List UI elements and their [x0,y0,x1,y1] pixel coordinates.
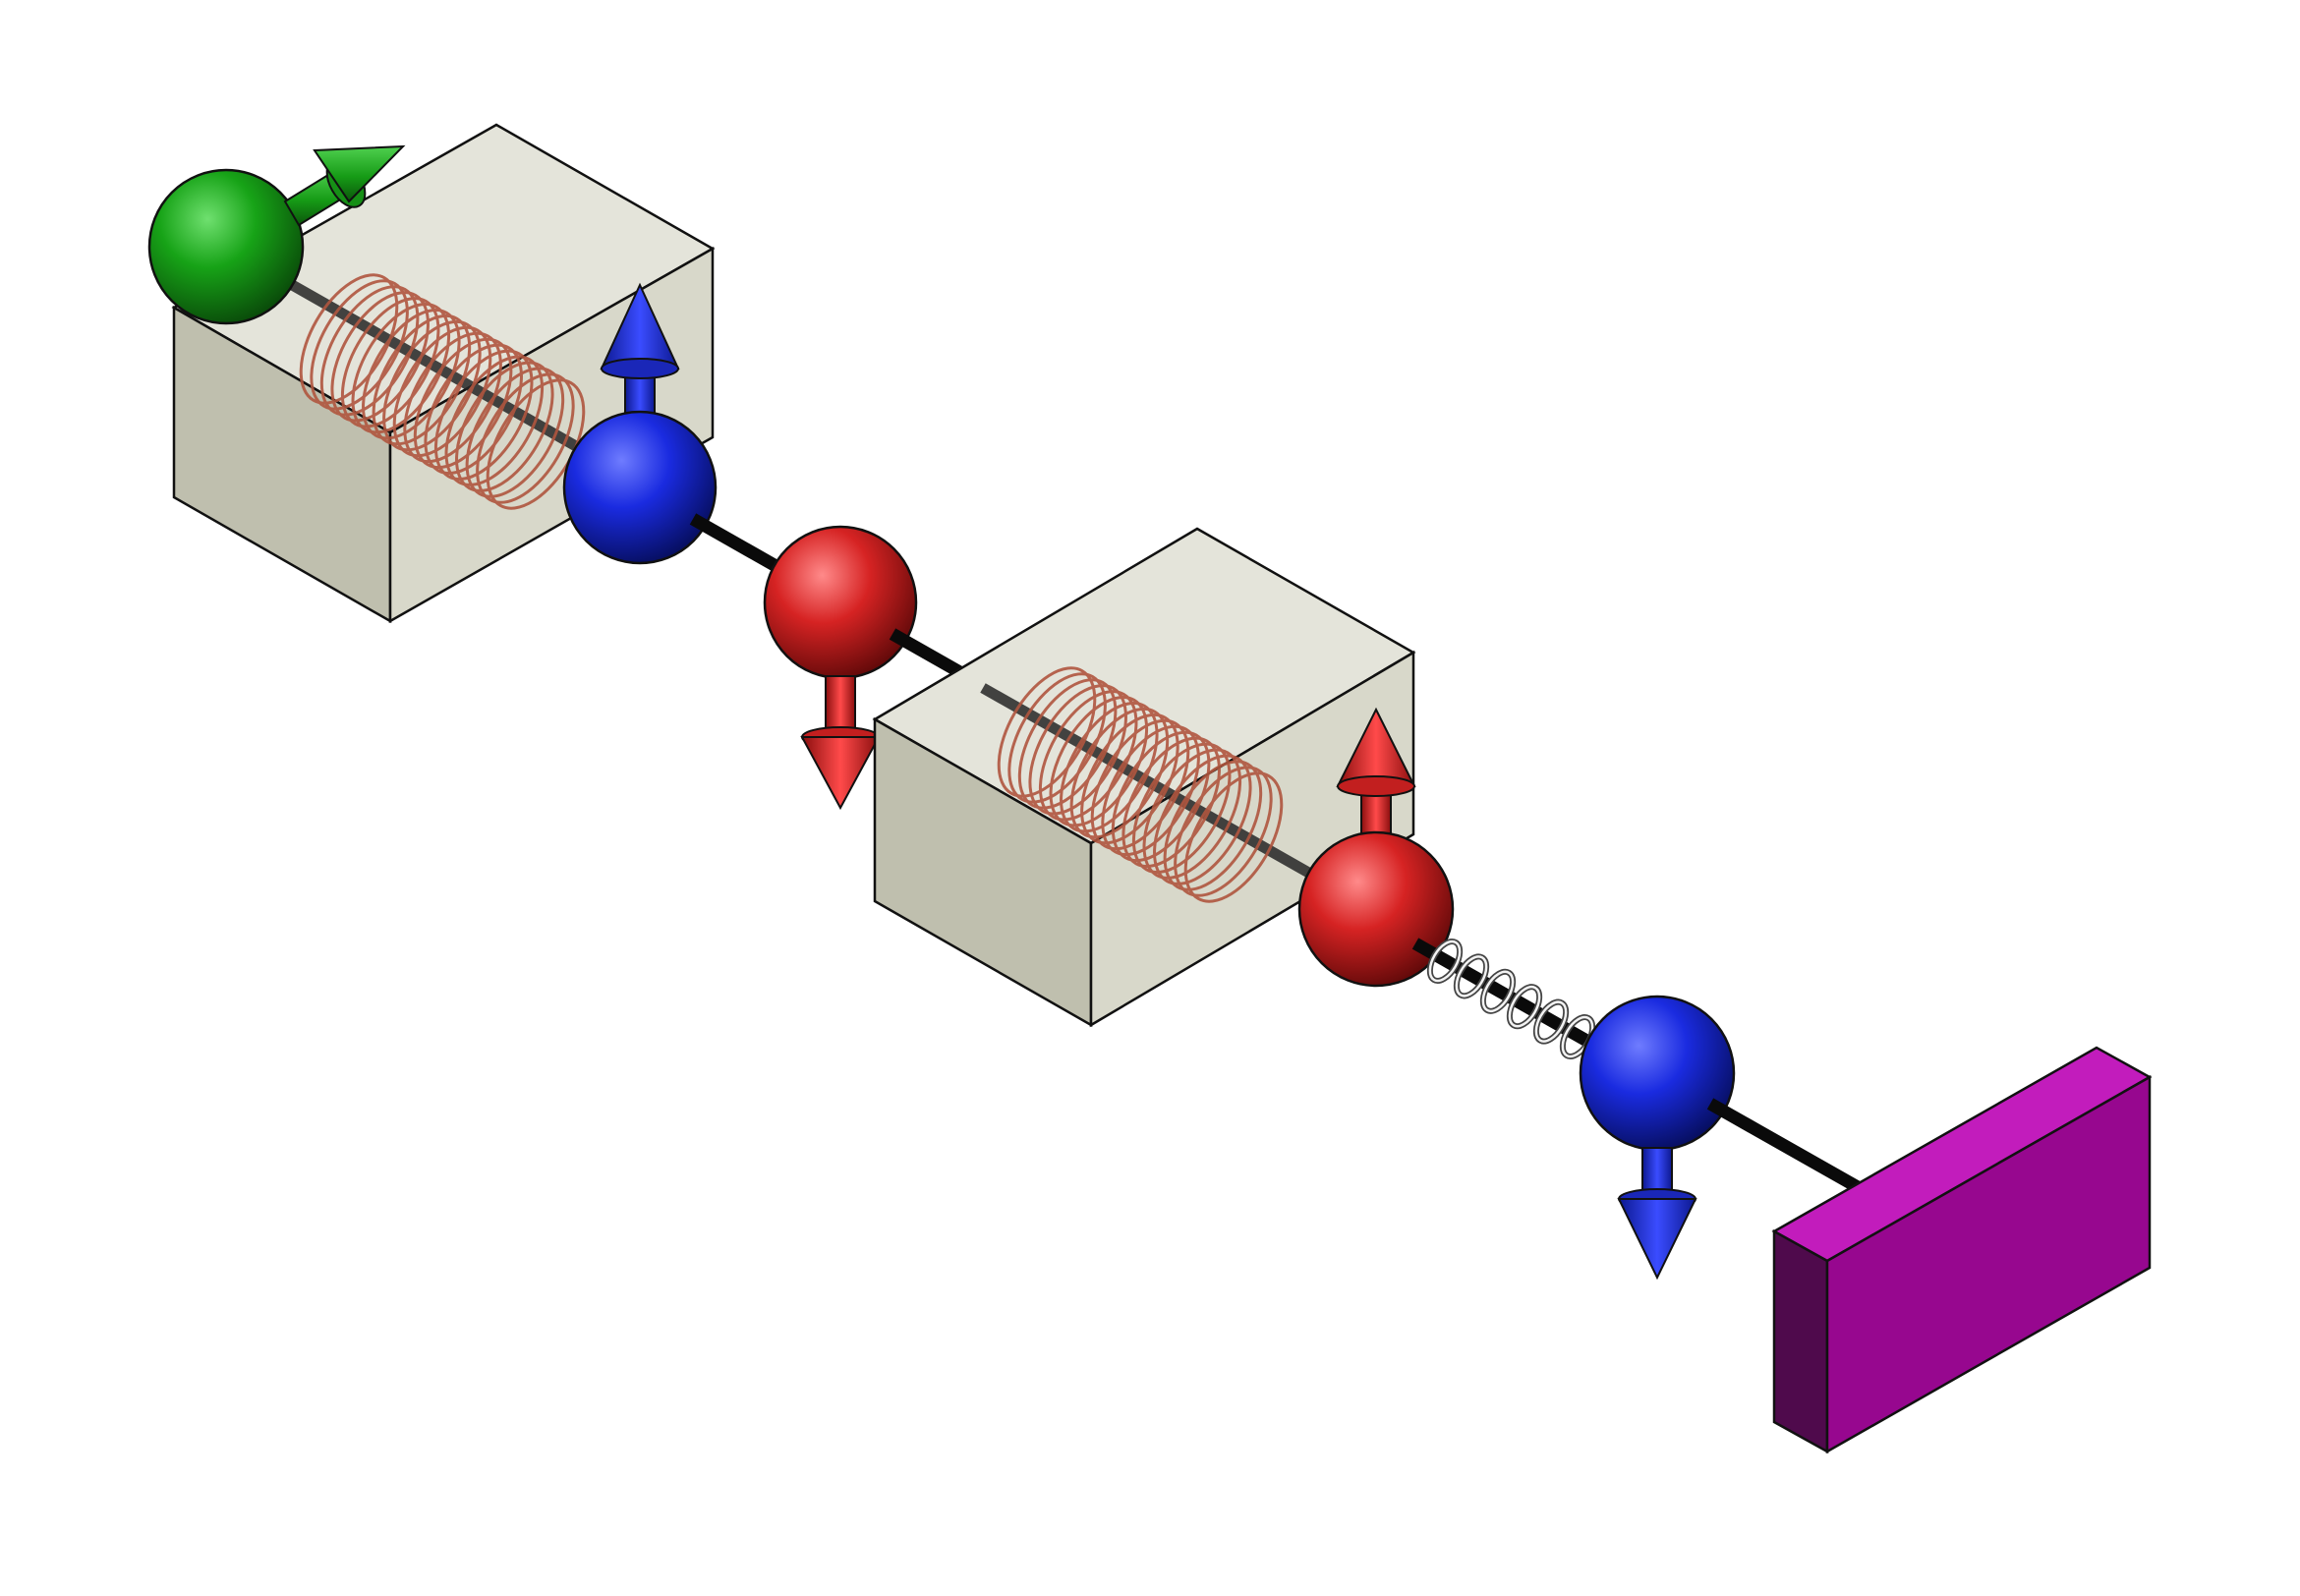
red-particle-up [1297,707,1455,988]
coil-turn [330,291,430,423]
coil-turn [1028,684,1127,816]
coil-turn [1174,766,1273,897]
coil-turn [444,355,545,486]
blue-particle-up [562,282,718,565]
coil-turn [362,309,461,440]
coil-turn [340,297,440,428]
coil-turn [1060,702,1159,833]
coil-turn [424,343,523,475]
coil-turn [1153,754,1252,885]
green-sphere-icon [147,168,305,325]
coil-turn [319,285,420,417]
beam-segment-1 [274,272,596,460]
coil-turn [1111,730,1211,863]
coil-turn [1163,760,1263,891]
second-coil [997,666,1284,903]
coil-turn [413,337,513,470]
blue-sphere-icon [1579,995,1736,1152]
coil-turn [1069,707,1170,839]
red-particle-down [763,525,918,811]
coil-turn [1101,724,1200,857]
coil-turn [1183,771,1284,903]
arrow-down-red-icon [800,675,881,811]
coil-turn [1038,690,1138,822]
beam-segment-2 [689,513,790,578]
coil-turn [1007,672,1107,804]
coil-turn [433,349,534,481]
coil-turn [1049,696,1149,827]
blue-sphere-icon [562,410,718,565]
coil-turn [382,319,482,452]
coil-turn [1121,736,1221,868]
coil-turn [403,331,502,464]
coil-turn [1017,678,1118,810]
red-sphere-icon [763,525,918,680]
beam-segment-5 [1706,1098,1862,1193]
spring-icon [1411,938,1601,1059]
spring-turn [1455,955,1488,998]
coil-turn [392,325,492,458]
coil-turn [997,666,1097,798]
coil-turn [299,273,399,405]
coil-turn [372,314,472,446]
spring-turn [1534,1000,1568,1043]
arrow-down-blue-icon [1617,1147,1697,1281]
coil-turn [455,361,554,492]
green-arrow-right-icon [283,144,406,227]
blue-particle-down [1579,995,1736,1281]
spring-turn [1481,970,1515,1013]
detector-slab [1771,1046,2153,1454]
coil-turn [351,303,451,434]
coil-turn [1131,742,1232,874]
spring-turn [1508,985,1541,1028]
green-source-particle [147,144,406,325]
spring-turn [1428,940,1462,983]
coil-turn [465,367,565,498]
slab-left-face [1772,1228,1829,1454]
coil-turn [1090,718,1190,851]
coil-turn [1080,712,1179,845]
coil-turn [1142,748,1242,880]
slab-front-face [1825,1074,2152,1454]
coil-turn [310,279,409,411]
first-coil [299,273,586,510]
coil-turn [476,372,575,504]
